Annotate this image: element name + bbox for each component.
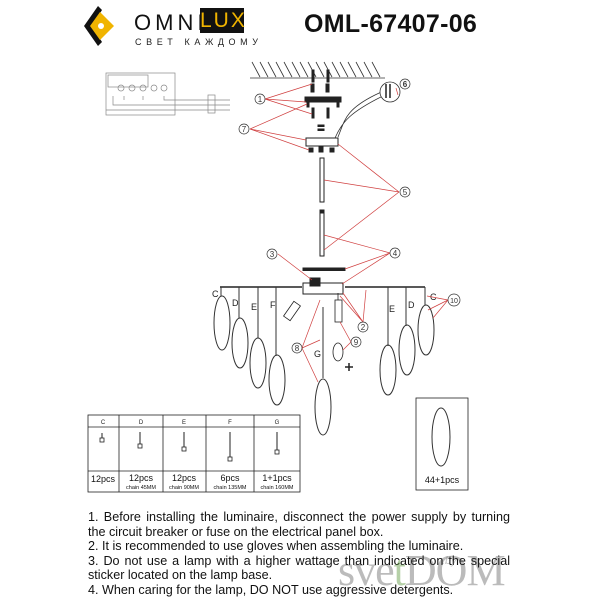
- watermark: svetDOM: [338, 546, 506, 595]
- table-header: D: [139, 420, 144, 426]
- table-header: G: [275, 420, 280, 426]
- table-chain: chain 160MM: [260, 485, 293, 491]
- table-header: F: [228, 420, 232, 426]
- instruction-item: 3. Do not use a lamp with a higher watta…: [88, 553, 510, 583]
- callout-7: 7: [238, 123, 250, 135]
- wires: [334, 87, 391, 139]
- table-qty: 1+1pcs: [262, 473, 292, 483]
- parts-table: [87, 414, 301, 493]
- instruction-item: 2. It is recommended to use gloves when …: [88, 539, 464, 554]
- instructions: 1. Before installing the luminaire, disc…: [88, 510, 510, 598]
- callout-2: 2: [357, 321, 369, 333]
- instruction-item: 1. Before installing the luminaire, disc…: [88, 510, 510, 539]
- svg-text:4: 4: [393, 249, 398, 258]
- table-qty: 12pcs: [172, 473, 197, 483]
- svg-text:8: 8: [295, 344, 300, 353]
- arm-label: G: [314, 349, 321, 359]
- callout-8: 8: [291, 342, 303, 354]
- arm-label: D: [232, 298, 239, 308]
- svg-text:9: 9: [354, 338, 359, 347]
- brand-name-omni: OMNI: [134, 10, 208, 35]
- svg-text:5: 5: [403, 188, 408, 197]
- table-chain: chain 135MM: [213, 485, 246, 491]
- plus-icon: [345, 363, 353, 371]
- callout-1: 1: [254, 93, 266, 105]
- svg-text:10: 10: [450, 298, 458, 305]
- table-chain: chain 45MM: [126, 485, 156, 491]
- table-header: C: [101, 420, 106, 426]
- leader-lines: [249, 83, 449, 383]
- lamp-socket: [283, 300, 301, 322]
- ceiling: [250, 61, 385, 79]
- crystals: [213, 287, 435, 436]
- crystal-icon: [431, 407, 451, 467]
- mounting-hardware: [302, 69, 346, 295]
- table-qty: 12pcs: [129, 473, 154, 483]
- arm-label: E: [389, 304, 395, 314]
- table-header: E: [182, 420, 186, 426]
- lamp-socket: [334, 299, 343, 323]
- brand-name-lux: LUX: [200, 8, 247, 33]
- callout-5: 5: [399, 186, 411, 198]
- crystal-box: 44+1pcs: [415, 397, 469, 491]
- bulb-icon: [332, 342, 344, 362]
- arm-label: C: [212, 289, 219, 299]
- omnilux-logo-icon: [84, 6, 114, 46]
- model-number: OML-67407-06: [304, 10, 478, 38]
- svg-text:7: 7: [242, 125, 247, 134]
- table-qty: 12pcs: [91, 474, 116, 484]
- table-qty: 6pcs: [220, 473, 240, 483]
- arm-label: E: [251, 302, 257, 312]
- svg-text:2: 2: [361, 323, 366, 332]
- callout-6: 6: [399, 78, 411, 90]
- watermark-domain: .by: [442, 555, 457, 567]
- brand-tagline: СВЕТ КАЖДОМУ: [135, 37, 263, 47]
- svg-text:6: 6: [403, 80, 408, 89]
- wiring-diagram: [105, 72, 230, 116]
- table-chain: chain 90MM: [169, 485, 199, 491]
- instruction-item: 4. When caring for the lamp, DO NOT use …: [88, 582, 454, 597]
- svg-text:1: 1: [258, 95, 263, 104]
- callout-4: 4: [389, 247, 401, 259]
- callout-9: 9: [350, 336, 362, 348]
- callout-3: 3: [266, 248, 278, 260]
- arm-label: F: [270, 300, 276, 310]
- svg-text:3: 3: [270, 250, 275, 259]
- crystal-qty: 44+1pcs: [425, 475, 460, 485]
- callout-10: 10: [447, 293, 461, 307]
- arm-label: D: [408, 300, 415, 310]
